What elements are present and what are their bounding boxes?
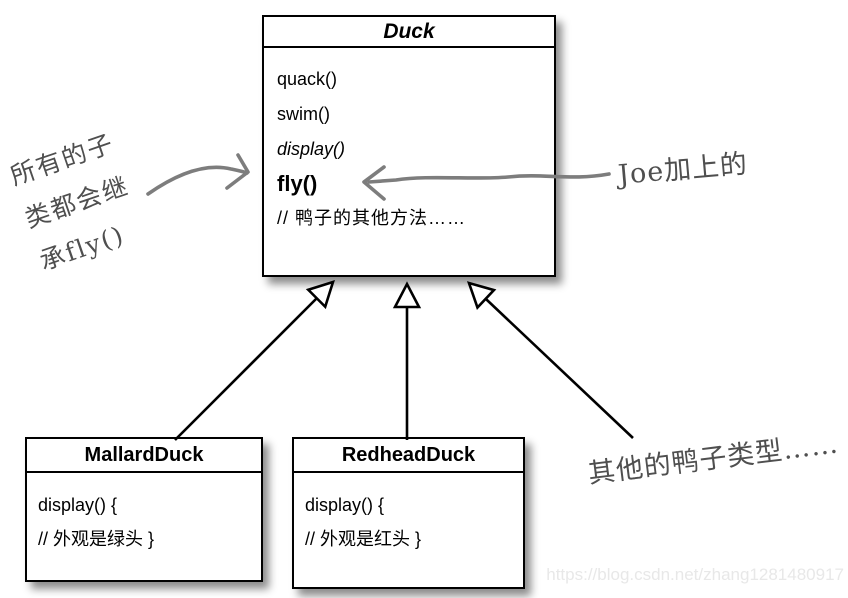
class-methods-redheadduck: display() { // 外观是红头 } — [294, 473, 523, 556]
sketch-arrow-left-note — [146, 153, 250, 196]
note-other-duck-types: 其他的鸭子类型…… — [586, 428, 841, 490]
class-title-mallardduck: MallardDuck — [27, 439, 261, 473]
class-box-duck: Duck quack() swim() display() fly() // 鸭… — [262, 15, 556, 277]
method-fly: fly() — [277, 171, 318, 196]
method-display-mallard: display() { — [38, 495, 118, 515]
watermark-url: https://blog.csdn.net/zhang1281480917 — [546, 565, 844, 584]
note-joe-added: Joe加上的 — [616, 148, 750, 191]
inheritance-arrow-mallard — [174, 280, 335, 441]
method-quack: quack() — [277, 69, 338, 89]
sketch-arrowhead-left — [225, 153, 250, 190]
class-title-duck: Duck — [264, 17, 554, 48]
class-title-redheadduck: RedheadDuck — [294, 439, 523, 473]
method-display-redhead: display() { — [305, 495, 385, 515]
class-methods-duck: quack() swim() display() fly() // 鸭子的其他方… — [264, 48, 554, 236]
method-comment-mallard: // 外观是绿头 } — [38, 529, 155, 549]
class-methods-mallardduck: display() { // 外观是绿头 } — [27, 473, 261, 556]
method-swim: swim() — [277, 104, 330, 124]
method-comment: // 鸭子的其他方法…… — [277, 208, 467, 228]
inheritance-arrow-other-ducks — [466, 281, 634, 439]
note-all-subclasses-inherit-fly: 所有的子 类都会继 承fly() — [4, 121, 150, 284]
method-comment-redhead: // 外观是红头 } — [305, 529, 422, 549]
method-display: display() — [277, 139, 346, 159]
class-box-redheadduck: RedheadDuck display() { // 外观是红头 } — [292, 437, 525, 589]
class-box-mallardduck: MallardDuck display() { // 外观是绿头 } — [25, 437, 263, 582]
